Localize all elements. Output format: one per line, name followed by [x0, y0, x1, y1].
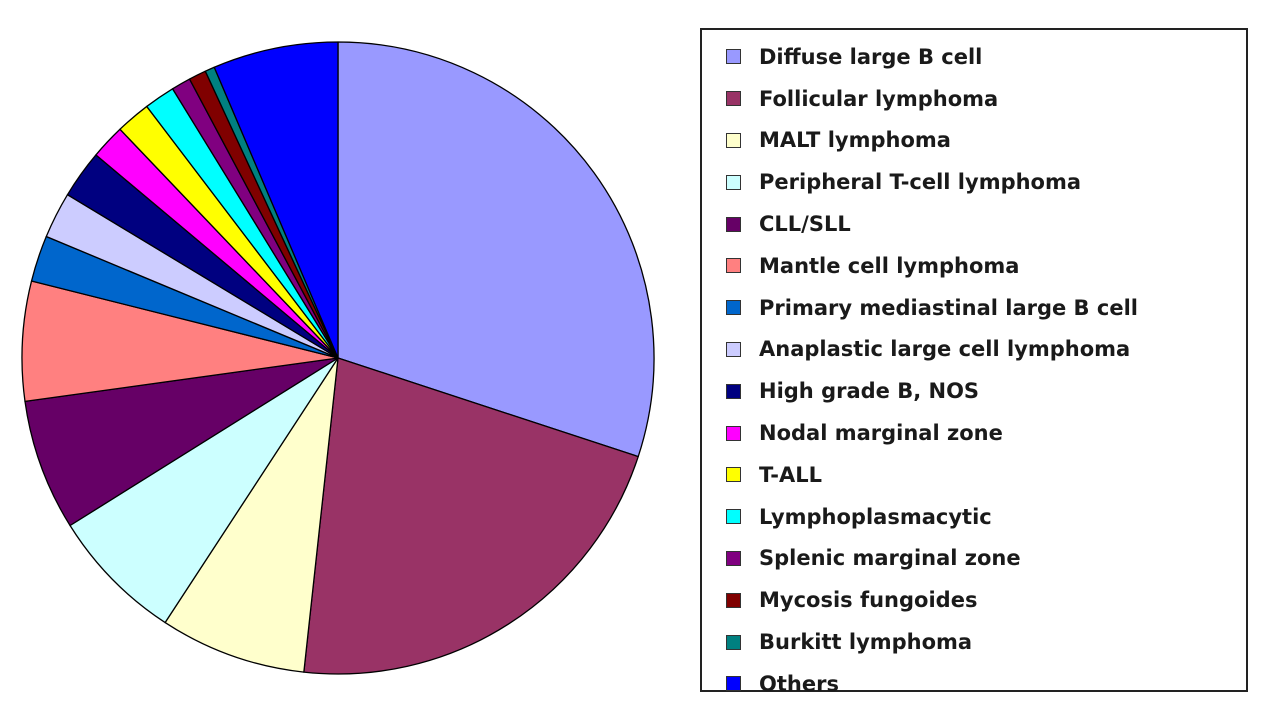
legend-item: Lymphoplasmacytic	[726, 496, 1246, 538]
legend-swatch	[726, 216, 741, 232]
legend-item: Anaplastic large cell lymphoma	[726, 329, 1246, 371]
legend-label: Burkitt lymphoma	[759, 630, 973, 655]
legend-swatch	[726, 91, 741, 107]
legend-item: Nodal marginal zone	[726, 412, 1246, 454]
legend-item: Diffuse large B cell	[726, 36, 1246, 78]
legend-item: Mycosis fungoides	[726, 579, 1246, 621]
legend-item: Peripheral T-cell lymphoma	[726, 161, 1246, 203]
legend-label: T-ALL	[759, 462, 822, 487]
pie-slice-malt-lymphoma	[164, 357, 339, 673]
pie-slices	[21, 41, 655, 675]
pie-slice-mantle-cell-lymphoma	[21, 280, 339, 403]
legend-label: MALT lymphoma	[759, 128, 951, 153]
legend-item: Mantle cell lymphoma	[726, 245, 1246, 287]
legend-swatch	[726, 174, 741, 190]
legend-item: Primary mediastinal large B cell	[726, 287, 1246, 329]
pie-slice-others	[213, 41, 339, 359]
legend-swatch	[726, 258, 741, 274]
legend-item: Burkitt lymphoma	[726, 621, 1246, 663]
legend-item: Follicular lymphoma	[726, 78, 1246, 120]
legend-swatch	[726, 341, 741, 357]
legend-swatch	[726, 132, 741, 148]
legend-item: High grade B, NOS	[726, 370, 1246, 412]
legend-label: Nodal marginal zone	[759, 421, 1003, 446]
legend-label: Mycosis fungoides	[759, 588, 978, 613]
legend-swatch	[726, 467, 741, 483]
legend-item: T-ALL	[726, 454, 1246, 496]
legend-label: Others	[759, 671, 839, 696]
legend-label: Mantle cell lymphoma	[759, 253, 1020, 278]
legend-label: High grade B, NOS	[759, 379, 980, 404]
legend-swatch	[726, 676, 741, 692]
legend-label: Lymphoplasmacytic	[759, 504, 992, 529]
legend-swatch	[726, 49, 741, 65]
legend-item: Others	[726, 663, 1246, 705]
legend-item: CLL/SLL	[726, 203, 1246, 245]
legend-swatch	[726, 509, 741, 525]
pie-slice-diffuse-large-b-cell	[337, 41, 655, 458]
legend-swatch	[726, 592, 741, 608]
legend-swatch	[726, 300, 741, 316]
legend-label: Splenic marginal zone	[759, 546, 1021, 571]
pie-slice-cll-sll	[24, 357, 339, 527]
legend-label: CLL/SLL	[759, 212, 851, 237]
legend-label: Anaplastic large cell lymphoma	[759, 337, 1131, 362]
legend-swatch	[726, 634, 741, 650]
legend-item: Splenic marginal zone	[726, 538, 1246, 580]
legend-swatch	[726, 425, 741, 441]
legend-item: MALT lymphoma	[726, 120, 1246, 162]
pie-slice-follicular-lymphoma	[303, 357, 639, 675]
legend-label: Follicular lymphoma	[759, 86, 999, 111]
legend-swatch	[726, 550, 741, 566]
legend-swatch	[726, 383, 741, 399]
legend-label: Primary mediastinal large B cell	[759, 295, 1138, 320]
pie-slice-peripheral-t-cell-lymphoma	[69, 357, 339, 624]
legend-label: Peripheral T-cell lymphoma	[759, 170, 1082, 195]
legend-label: Diffuse large B cell	[759, 44, 983, 69]
pie-chart	[21, 41, 655, 675]
